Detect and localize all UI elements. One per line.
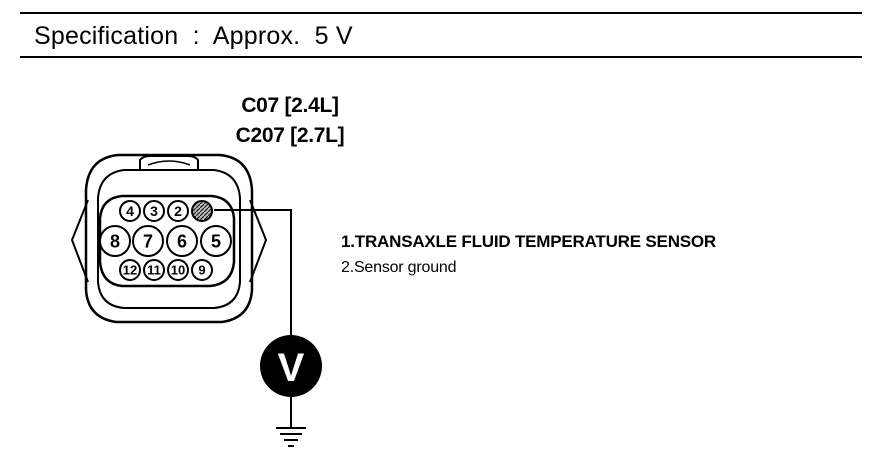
connector-pin-label: 8 [110,231,120,251]
connector-pin-middle-row-3 [200,225,232,257]
connector-label-2-7l: C207 [2.7L] [235,124,345,147]
connector-pin-label: 10 [171,263,185,278]
connector-pin-top-row-0 [119,200,141,222]
connector-pin-label: 5 [211,231,221,251]
spec-separator: : [192,22,200,50]
connector-pin-bottom-row-1 [143,259,165,281]
connector-label-2-4l: C07 [2.4L] [241,94,339,117]
connector-pin-bottom-row-2 [167,259,189,281]
spec-value: Approx. [212,22,301,50]
probe-wire [214,209,292,336]
connector-pin-middle-row-2 [166,225,198,257]
connector-pin-top-row-1 [143,200,165,222]
connector-pin-bottom-row-3 [191,259,213,281]
legend-item-2: 2.Sensor ground [341,259,457,276]
connector-pin-bottom-row-0 [119,259,141,281]
connector-pin-top-row-2 [167,200,189,222]
connector-pin-label: 2 [174,203,182,219]
connector-pin-label: 7 [143,231,153,251]
connector-pin-middle-row-1 [132,225,164,257]
connector-pin-label: 9 [198,263,205,278]
voltmeter-icon: V [260,335,322,397]
connector-pin-label: 12 [123,263,137,278]
connector-pin-top-row-3 [191,200,213,222]
ground-icon [276,427,306,447]
connector-pin-label: 3 [150,203,158,219]
connector-housing [70,153,268,324]
connector-pin-label: 11 [147,263,161,278]
legend-item-1: 1.TRANSAXLE FLUID TEMPERATURE SENSOR [341,232,717,251]
voltmeter-symbol: V [278,346,305,390]
specification-text: Specification : Approx. 5 V [34,22,353,51]
spec-amount: 5 V [314,22,353,50]
connector-pin-label: 6 [177,231,187,251]
connector-pin-label: 4 [126,203,134,219]
spec-label: Specification [34,22,179,50]
connector-pin-middle-row-0 [99,225,131,257]
specification-bar: Specification : Approx. 5 V [20,12,862,58]
